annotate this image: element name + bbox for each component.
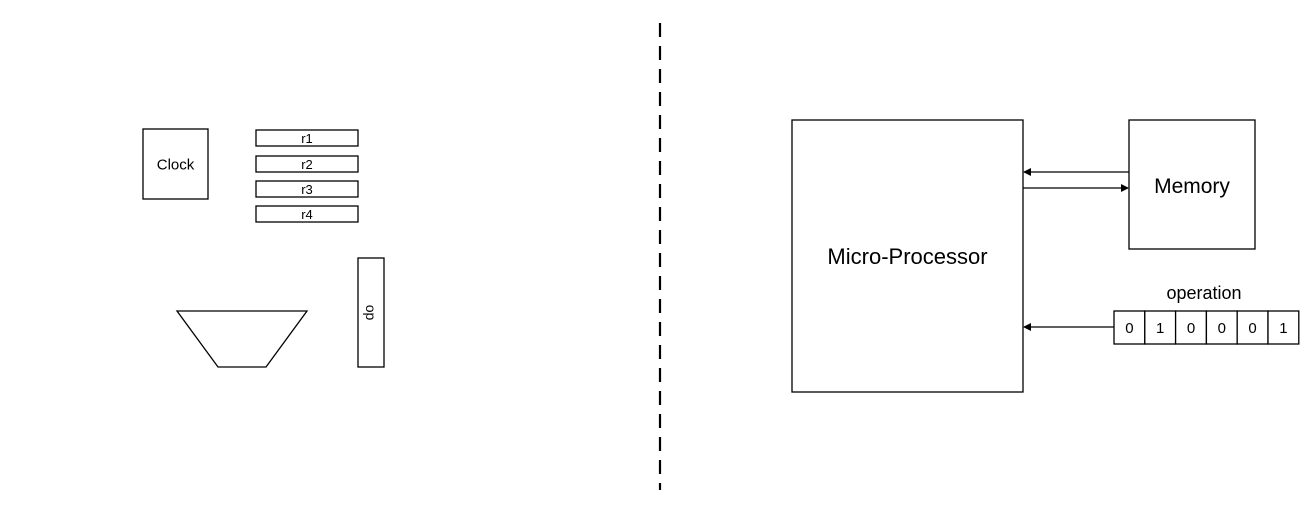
operation-bit-box: [1267, 310, 1300, 345]
register-box: [255, 129, 359, 147]
operation-bit-cell: 0: [1236, 310, 1269, 345]
processor-label: Micro-Processor: [827, 244, 987, 269]
register-stack: r1 r2 r3 r4: [255, 129, 359, 223]
operation-bit-value: 1: [1279, 320, 1287, 337]
alu-trapezoid: [175, 310, 309, 368]
clock-block: Clock: [142, 128, 209, 200]
processor-block: Micro-Processor: [791, 119, 1024, 393]
register-label: r4: [301, 207, 313, 222]
operation-bit-cell: 0: [1113, 310, 1146, 345]
register-r1: r1: [255, 129, 359, 147]
operation-bit-cells: 0 1 0 0 0 1: [1113, 310, 1300, 345]
memory-block: Memory: [1128, 119, 1256, 250]
register-r2: r2: [255, 155, 359, 173]
operation-bit-box: [1174, 310, 1208, 345]
register-label: r1: [301, 131, 313, 146]
operation-bit-value: 0: [1125, 320, 1133, 337]
memory-label: Memory: [1154, 175, 1230, 198]
operation-bit-box: [1236, 310, 1269, 345]
op-box: [357, 257, 385, 368]
register-box: [255, 180, 359, 198]
register-box: [255, 155, 359, 173]
operation-register: operation 0 1 0 0 0 1: [1113, 283, 1300, 345]
op-block: op: [357, 257, 385, 368]
register-label: r2: [301, 157, 313, 172]
operation-bit-box: [1144, 310, 1177, 345]
operation-bit-value: 1: [1156, 320, 1164, 337]
left-panel: Clock r1 r2 r3 r4 op: [142, 128, 385, 368]
operation-bit-box: [1205, 310, 1238, 345]
register-label: r3: [301, 182, 313, 197]
right-panel: Micro-Processor Memory operation 0 1 0 0 0 1: [791, 119, 1300, 393]
operation-bit-cell: 0: [1174, 310, 1208, 345]
processor-box: [791, 119, 1024, 393]
operation-bit-value: 0: [1218, 320, 1226, 337]
op-label: op: [363, 305, 379, 321]
operation-bit-cell: 1: [1144, 310, 1177, 345]
register-r4: r4: [255, 205, 359, 223]
register-r3: r3: [255, 180, 359, 198]
operation-bit-cell: 1: [1267, 310, 1300, 345]
operation-bit-value: 0: [1248, 320, 1256, 337]
register-box: [255, 205, 359, 223]
operation-label: operation: [1166, 283, 1241, 303]
clock-box: [142, 128, 209, 200]
operation-bit-value: 0: [1187, 320, 1195, 337]
memory-box: [1128, 119, 1256, 250]
clock-label: Clock: [157, 157, 195, 174]
operation-bit-cell: 0: [1205, 310, 1238, 345]
